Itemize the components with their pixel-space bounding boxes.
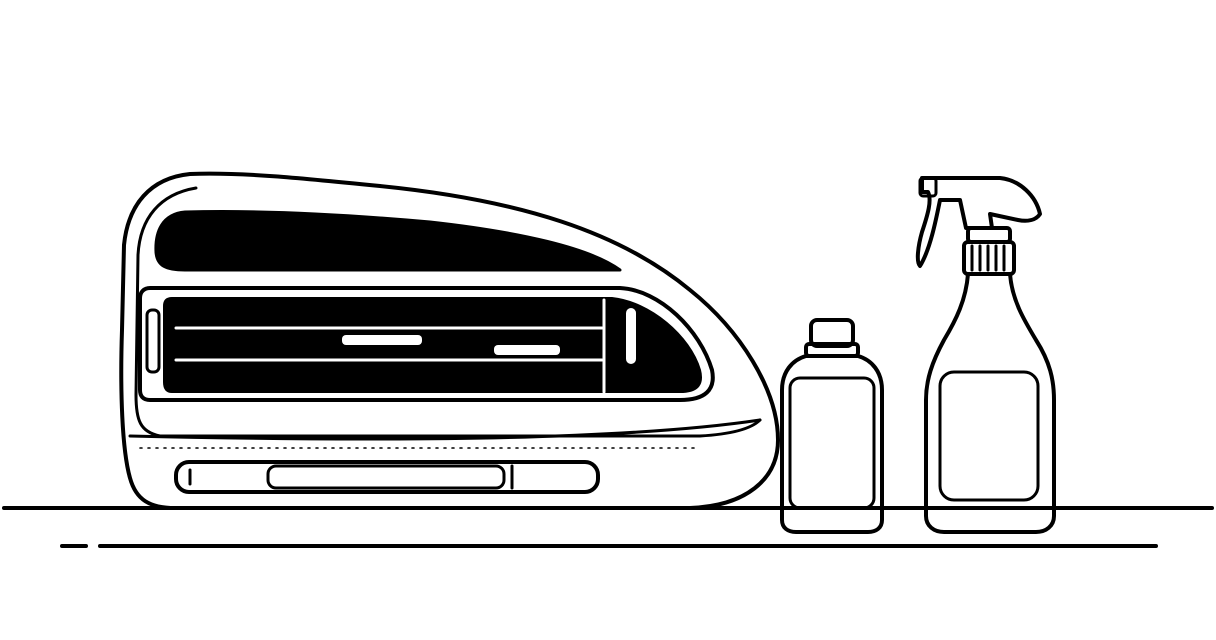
shelf <box>2 506 1214 548</box>
small-bottle-body <box>780 354 884 534</box>
vent-grille-frame <box>138 286 715 402</box>
spray-collar-ridges <box>970 244 1006 272</box>
spray-bottle <box>915 176 1056 534</box>
vent-top-visor <box>154 209 622 272</box>
small-bottle <box>780 318 884 534</box>
vent-grille-panel <box>163 297 702 393</box>
spray-collar-top <box>966 226 1012 244</box>
spray-bottle-body <box>924 272 1056 534</box>
vent-bottom-slot <box>174 460 600 494</box>
small-bottle-label <box>788 376 876 510</box>
vent-slider-tab-1 <box>342 335 422 345</box>
vent-bottom-slot-inner <box>266 464 506 490</box>
vent-right-handle <box>626 308 636 364</box>
vent-outer-shell <box>119 171 780 510</box>
vent-lower-ledge <box>128 418 762 441</box>
car-vent-unit <box>119 171 780 510</box>
spray-nozzle-tip <box>918 176 938 198</box>
vent-slider-tab-2 <box>494 345 560 355</box>
spray-bottle-label <box>938 370 1040 502</box>
vent-inner-shell <box>134 186 762 438</box>
spray-trigger-head <box>915 176 1042 268</box>
vent-left-handle <box>145 308 161 374</box>
